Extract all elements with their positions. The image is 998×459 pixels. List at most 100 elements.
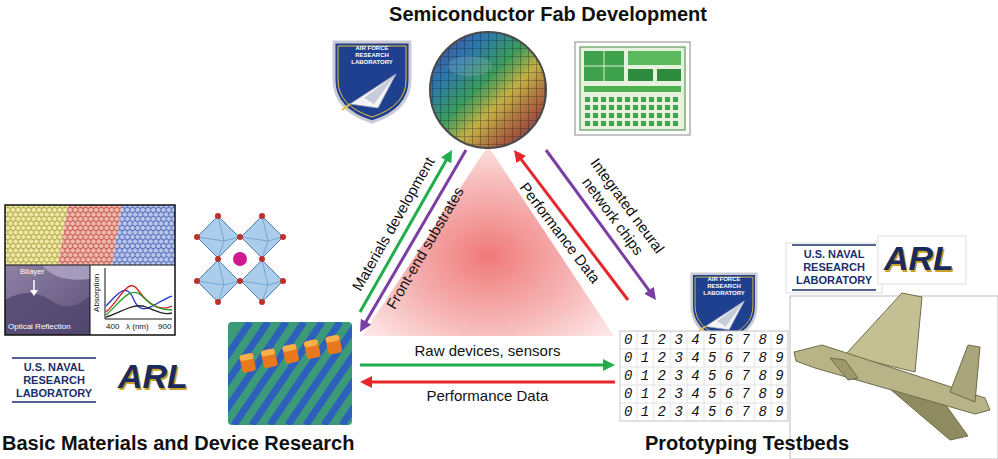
- tick-label: 900: [158, 322, 171, 332]
- graphene-figure: [106, 286, 172, 312]
- perovskite-crystal: [259, 213, 265, 219]
- afm-device-render: [325, 334, 342, 355]
- afm-device-render: [239, 353, 254, 362]
- chip-layout: [628, 69, 653, 81]
- flow-arrow: [370, 381, 615, 384]
- uav-model: [794, 345, 990, 414]
- uav-model: [830, 358, 858, 380]
- logo-text: U.S. NAVAL RESEARCH LABORATORY: [10, 361, 98, 400]
- perovskite-crystal: [194, 213, 286, 305]
- logo-text: AIR FORCE RESEARCH LABORATORY: [695, 276, 753, 297]
- perovskite-crystal: [233, 252, 247, 266]
- perovskite-crystal: [215, 256, 221, 262]
- mnist-digit-grid: [620, 331, 788, 421]
- flow-arrow: [360, 364, 605, 367]
- arl-logo-frame: [878, 236, 966, 284]
- chip-layout: [657, 69, 681, 81]
- digit-row: 0 1 2 3 4 5 6 7 8 9: [624, 349, 784, 367]
- afm-device-render: [234, 322, 304, 425]
- axis-label: Absorption: [92, 274, 102, 312]
- afm-device-render: [282, 344, 299, 365]
- afm-device-render: [261, 348, 276, 357]
- silicon-wafer: [448, 56, 492, 76]
- afm-device-render: [270, 322, 340, 425]
- perovskite-crystal: [197, 216, 239, 258]
- afm-device-render: [342, 322, 352, 425]
- graphene-figure: [33, 280, 35, 290]
- perovskite-crystal: [259, 299, 265, 305]
- afm-device-render: [228, 322, 352, 425]
- graphene-figure: [5, 205, 175, 335]
- afm-device-render: [261, 348, 278, 369]
- graphene-figure: [42, 265, 90, 280]
- group-heading: Prototyping Testbeds: [645, 431, 849, 455]
- afm-device-render: [252, 322, 322, 425]
- graphene-figure: [106, 306, 172, 317]
- perovskite-crystal: [241, 216, 283, 258]
- digit-row: 0 1 2 3 4 5 6 7 8 9: [624, 385, 784, 403]
- nrl-logo-frame: [786, 243, 882, 293]
- arrow-label: Raw devices, sensors: [415, 342, 561, 360]
- afm-device-render: [228, 322, 352, 425]
- graphene-figure: [5, 205, 175, 335]
- perovskite-crystal: [215, 299, 221, 305]
- perovskite-crystal: [197, 260, 239, 302]
- graphene-figure: [5, 265, 175, 335]
- afm-device-render: [304, 339, 321, 360]
- nrl-logo-frame: [786, 243, 882, 293]
- tick-label: 400: [106, 322, 119, 332]
- arrow-label: Performance Data: [427, 387, 549, 405]
- image-annotation: Bilayer: [20, 267, 44, 277]
- silicon-wafer: [430, 32, 546, 148]
- perovskite-crystal: [194, 213, 286, 305]
- afrl-shield: [334, 42, 410, 122]
- perovskite-crystal: [237, 234, 243, 240]
- mnist-digit-grid: [620, 331, 788, 421]
- afm-device-render: [282, 344, 297, 353]
- silicon-wafer: [430, 32, 546, 148]
- group-heading: Basic Materials and Device Research: [2, 431, 354, 455]
- fab-development-area: Semiconductor Fab Development: [348, 0, 748, 150]
- digit-row: 0 1 2 3 4 5 6 7 8 9: [624, 403, 784, 421]
- perovskite-crystal: [194, 234, 200, 240]
- group-heading: Semiconductor Fab Development: [389, 2, 707, 26]
- uav-model: [950, 345, 980, 402]
- silicon-wafer: [430, 32, 546, 148]
- afm-device-render: [325, 334, 340, 343]
- logo-text: ARL: [884, 238, 954, 279]
- graphene-figure: [5, 205, 175, 335]
- graphene-figure: [105, 268, 172, 319]
- chip-layout: [580, 47, 685, 130]
- digit-row: 0 1 2 3 4 5 6 7 8 9: [624, 367, 784, 385]
- logo-text: U.S. NAVAL RESEARCH LABORATORY: [790, 248, 878, 287]
- digit-row: 0 1 2 3 4 5 6 7 8 9: [624, 331, 784, 349]
- graphene-figure: [90, 265, 175, 335]
- chip-layout: [584, 96, 681, 126]
- silicon-wafer: [430, 32, 546, 148]
- perovskite-crystal: [194, 278, 200, 284]
- afm-device-render: [239, 353, 256, 374]
- perovskite-crystal: [241, 260, 283, 302]
- graphene-figure: [5, 205, 68, 265]
- perovskite-crystal: [280, 234, 286, 240]
- afm-device-render: [306, 322, 352, 425]
- graphene-figure: [58, 205, 122, 265]
- afm-device-render: [239, 334, 343, 373]
- perovskite-crystal: [215, 213, 221, 219]
- graphene-figure: [112, 205, 175, 265]
- nrl-logo-frame: [6, 356, 102, 404]
- graphene-figure: [5, 265, 90, 335]
- perovskite-crystal: [237, 278, 243, 284]
- graphene-figure: [106, 292, 172, 315]
- arl-logo-frame: [878, 236, 966, 284]
- mnist-digit-grid: [620, 331, 788, 421]
- chip-layout: [584, 51, 624, 81]
- image-caption: Optical Reflection: [8, 322, 71, 332]
- logo-text: ARL: [118, 356, 188, 397]
- afm-device-render: [304, 339, 319, 348]
- chip-layout: [584, 86, 681, 92]
- nrl-logo-frame: [6, 356, 102, 404]
- perovskite-crystal: [259, 256, 265, 262]
- chip-layout: [575, 42, 690, 135]
